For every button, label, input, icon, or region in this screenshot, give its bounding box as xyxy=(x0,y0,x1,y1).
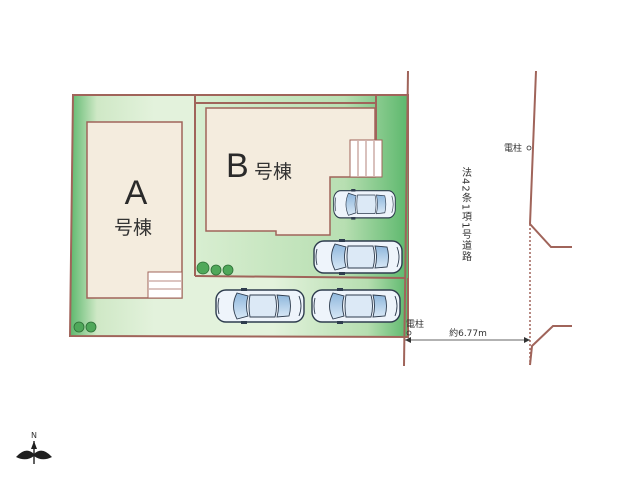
road-width-dimension: 約6.77m xyxy=(405,327,530,343)
parking-space-1 xyxy=(333,188,396,221)
building-a-letter: A xyxy=(125,174,148,212)
shrub-icon xyxy=(196,261,210,275)
road-width-label: 約6.77m xyxy=(449,327,487,339)
parking-space-2 xyxy=(313,238,403,276)
compass-icon: N xyxy=(16,431,52,464)
building-b: B 号棟 xyxy=(205,107,383,236)
utility-pole-label: 電柱 xyxy=(504,142,522,154)
utility-pole-icon xyxy=(526,145,532,151)
shrubs-a xyxy=(73,321,97,333)
parking-space-4 xyxy=(311,287,401,325)
car-icon xyxy=(215,287,305,325)
car-icon xyxy=(311,287,401,325)
road-edges xyxy=(403,70,572,367)
utility-pole-label: 電柱 xyxy=(406,318,424,330)
car-icon xyxy=(313,238,403,276)
utility-pole-2: 電柱 xyxy=(406,318,424,336)
lot-boundaries xyxy=(194,95,406,279)
car-icon xyxy=(333,188,396,221)
parking-space-3 xyxy=(215,287,305,325)
shrub-icon xyxy=(210,264,222,276)
shrub-icon xyxy=(73,321,85,333)
shrubs-b xyxy=(196,261,234,276)
building-b-letter: B xyxy=(226,147,249,185)
building-b-label: 号棟 xyxy=(254,161,292,183)
shrub-icon xyxy=(222,264,234,276)
shrub-icon xyxy=(85,321,97,333)
building-a: A 号棟 xyxy=(86,121,183,299)
utility-pole-icon xyxy=(406,330,412,336)
compass-north-label: N xyxy=(31,431,37,440)
road-classification: 法42条1項1号道路 xyxy=(460,166,472,263)
utility-pole-1: 電柱 xyxy=(504,142,532,154)
road-label: 法42条1項1号道路 xyxy=(460,166,472,263)
building-a-label: 号棟 xyxy=(114,217,152,239)
